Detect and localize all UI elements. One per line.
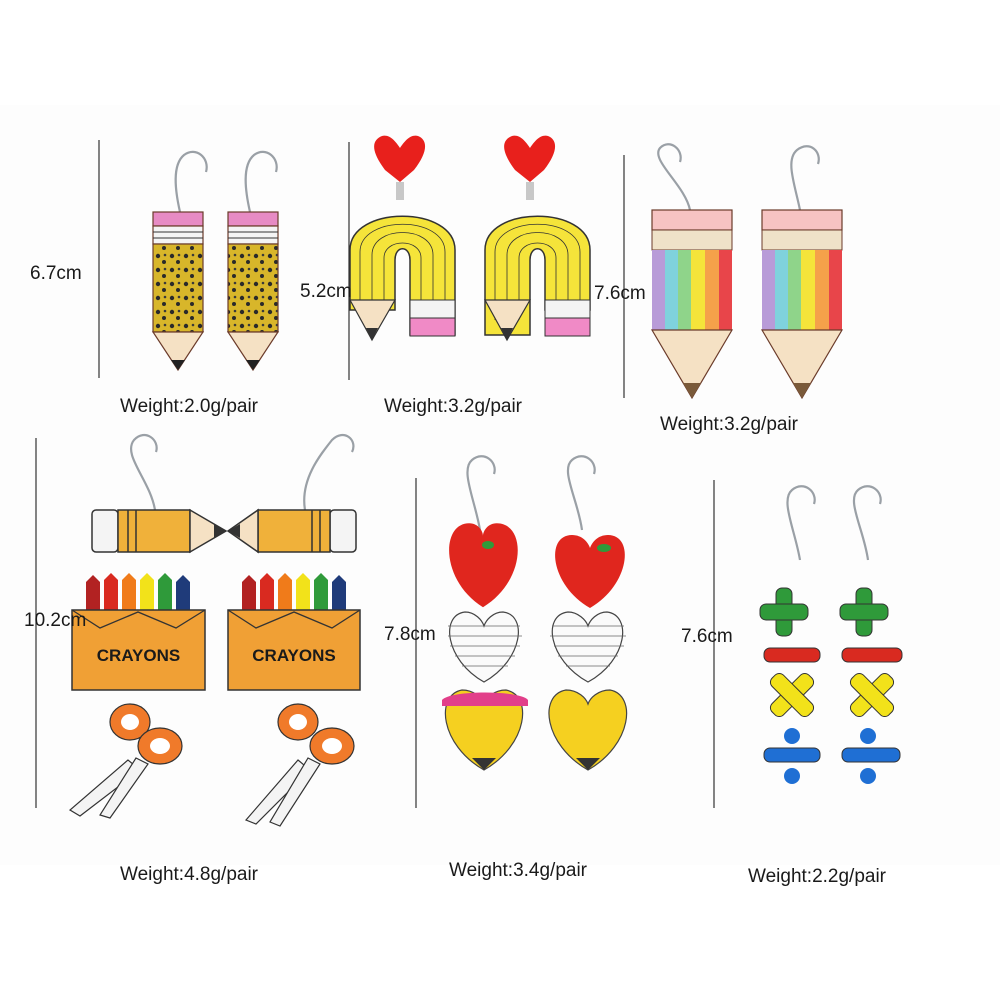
heart-stack-earrings <box>442 455 628 771</box>
weight-label-1: Weight:2.0g/pair <box>120 396 259 417</box>
crayon-scissors-earrings <box>68 434 361 827</box>
size-label-4: 10.2cm <box>24 610 87 631</box>
rainbow-pencil-earrings <box>650 143 844 400</box>
size-label-3: 7.6cm <box>594 283 646 304</box>
size-label-2: 5.2cm <box>300 281 352 302</box>
size-label-6: 7.6cm <box>681 626 733 647</box>
dimension-lines <box>35 140 715 808</box>
weight-label-5: Weight:3.4g/pair <box>449 860 588 881</box>
crayon-box-text-left: CRAYONS <box>96 646 181 665</box>
rainbow-arch-earrings <box>348 135 591 342</box>
weight-label-6: Weight:2.2g/pair <box>748 866 887 887</box>
size-label-5: 7.8cm <box>384 624 436 645</box>
size-label-1: 6.7cm <box>30 263 82 284</box>
weight-label-4: Weight:4.8g/pair <box>120 864 259 885</box>
math-symbol-earrings <box>759 485 903 784</box>
leopard-pencil-earrings <box>151 150 280 372</box>
weight-label-3: Weight:3.2g/pair <box>660 414 799 435</box>
weight-label-2: Weight:3.2g/pair <box>384 396 523 417</box>
crayon-box-text-right: CRAYONS <box>252 646 336 665</box>
